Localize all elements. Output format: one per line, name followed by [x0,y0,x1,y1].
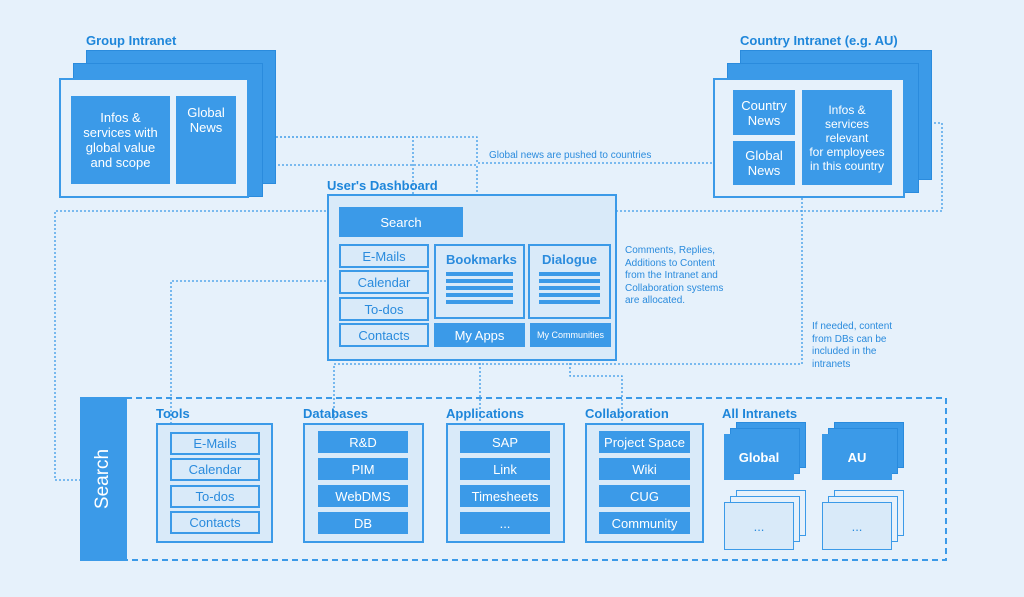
collab-wiki-item[interactable]: Wiki [599,458,690,480]
dialogue-box[interactable]: Dialogue [528,244,611,319]
comments-note-line: from the Intranet and [625,270,718,281]
db-note: If needed, content from DBs can be inclu… [812,321,892,371]
collab-cug-item[interactable]: CUG [599,485,690,507]
country-news-line: News [747,112,781,128]
db-db-item[interactable]: DB [318,512,408,534]
country-infos-line: services [824,116,869,131]
all-intranets-global[interactable]: Global [724,434,794,480]
db-note-line: If needed, content [812,321,893,332]
dashboard-contacts-item[interactable]: Contacts [339,323,429,347]
applications-title: Applications [446,406,525,421]
dashboard-search-button[interactable]: Search [339,207,463,237]
app-timesheets-item[interactable]: Timesheets [460,485,550,507]
dialogue-lines-icon [539,272,600,307]
group-infos-block: Infos & services with global value and s… [71,96,170,184]
dialogue-label: Dialogue [542,252,597,267]
country-news-line: Country [741,97,787,113]
group-infos-line: services with [83,125,158,140]
app-more-item[interactable]: ... [460,512,550,534]
comments-note-line: Comments, Replies, [625,245,716,256]
group-infos-line: and scope [90,155,151,170]
collab-community-item[interactable]: Community [599,512,690,534]
db-note-line: from DBs can be [812,333,887,345]
databases-title: Databases [303,406,369,421]
country-infos-line: relevant [825,130,869,145]
comments-note-line: Collaboration systems [625,282,724,294]
country-global-news-block: Global News [733,141,795,185]
comments-note-line: are allocated. [625,295,686,306]
country-infos-line: Infos & [828,102,866,117]
tools-contacts-item[interactable]: Contacts [170,511,260,534]
db-pim-item[interactable]: PIM [318,458,408,480]
bookmarks-label: Bookmarks [446,252,517,267]
db-note-line: included in the [812,346,877,357]
search-bar[interactable]: Search [80,397,127,561]
db-note-line: intranets [812,358,851,370]
country-global-news-line: Global [745,148,783,163]
all-intranets-more-au[interactable]: ... [822,502,892,550]
dashboard-title: User's Dashboard [327,178,438,193]
tools-todos-item[interactable]: To-dos [170,485,260,508]
group-infos-line: global value [85,140,156,155]
dashboard-emails-item[interactable]: E-Mails [339,244,429,268]
bookmarks-box[interactable]: Bookmarks [434,244,525,319]
country-intranet-title: Country Intranet (e.g. AU) [740,33,898,48]
group-intranet-title: Group Intranet [86,33,177,48]
collab-project-space-item[interactable]: Project Space [599,431,690,453]
my-apps-button[interactable]: My Apps [434,323,525,347]
db-webdms-item[interactable]: WebDMS [318,485,408,507]
app-link-item[interactable]: Link [460,458,550,480]
bookmarks-lines-icon [446,272,513,307]
comments-note: Comments, Replies, Additions to Content … [625,245,723,308]
collaboration-title: Collaboration [585,406,669,421]
push-note: Global news are pushed to countries [489,150,652,161]
country-infos-line: for employees [809,144,885,159]
country-infos-block: Infos & services relevant for employees … [802,90,892,185]
all-intranets-more-global[interactable]: ... [724,502,794,550]
country-global-news-line: News [747,163,781,178]
country-news-block: Country News [733,90,795,135]
tools-calendar-item[interactable]: Calendar [170,458,260,481]
db-rd-item[interactable]: R&D [318,431,408,453]
group-global-news-line: News [189,120,223,135]
tools-title: Tools [156,406,190,421]
all-intranets-au[interactable]: AU [822,434,892,480]
dashboard-todos-item[interactable]: To-dos [339,297,429,321]
group-infos-line: Infos & [100,110,141,125]
dashboard-calendar-item[interactable]: Calendar [339,270,429,294]
country-infos-line: in this country [809,158,885,173]
search-bar-label: Search [92,448,114,510]
app-sap-item[interactable]: SAP [460,431,550,453]
group-global-news-block: Global News [176,96,236,184]
tools-emails-item[interactable]: E-Mails [170,432,260,455]
all-intranets-title: All Intranets [722,406,798,421]
comments-note-line: Additions to Content [625,257,716,269]
group-global-news-line: Global [187,105,225,120]
my-communities-button[interactable]: My Communities [530,323,611,347]
